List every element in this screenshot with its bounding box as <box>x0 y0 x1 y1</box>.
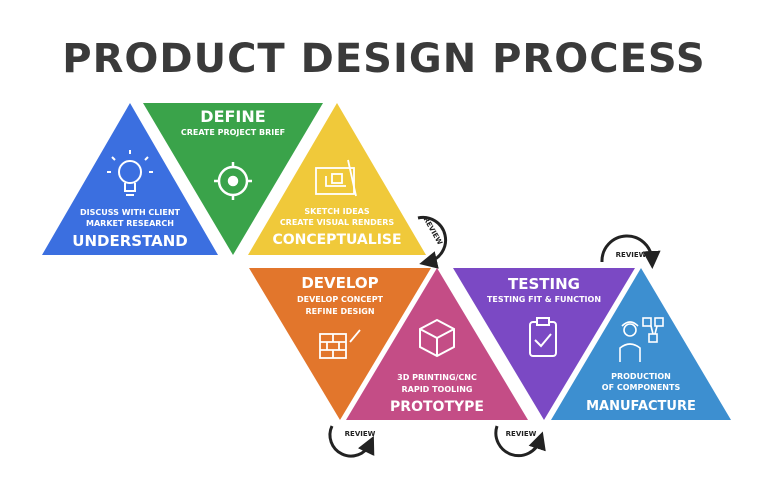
develop-line-1: DEVELOP CONCEPT <box>297 295 384 304</box>
brick-wall-icon <box>319 329 361 359</box>
review-arrow-prototype: REVIEW <box>494 425 546 458</box>
define-line-1: CREATE PROJECT BRIEF <box>181 128 285 137</box>
manufacture-triangle <box>551 268 731 420</box>
understand-line-2: MARKET RESEARCH <box>86 219 174 228</box>
testing-triangle <box>453 268 635 420</box>
review-arrow-testing: REVIEW <box>600 234 661 269</box>
review-label-3: REVIEW <box>506 430 537 438</box>
conceptualise-line-1: SKETCH IDEAS <box>304 207 370 216</box>
conceptualise-line-2: CREATE VISUAL RENDERS <box>280 218 395 227</box>
lightbulb-icon <box>107 150 153 196</box>
conceptualise-triangle <box>248 103 426 255</box>
prototype-line-2: RAPID TOOLING <box>401 385 472 394</box>
stage-manufacture: PRODUCTION OF COMPONENTS MANUFACTURE <box>551 268 731 420</box>
stage-develop: DEVELOP DEVELOP CONCEPT REFINE DESIGN <box>249 268 431 420</box>
cube-icon <box>419 318 455 358</box>
review-arrow-develop: REVIEW <box>328 425 376 458</box>
review-label-4: REVIEW <box>616 251 647 259</box>
develop-triangle <box>249 268 431 420</box>
review-arrow-conceptualise: REVIEW <box>417 216 448 269</box>
testing-title: TESTING <box>508 275 580 293</box>
factory-worker-icon <box>619 317 664 362</box>
prototype-line-1: 3D PRINTING/CNC <box>397 373 477 382</box>
understand-triangle <box>42 103 218 255</box>
page-title: PRODUCT DESIGN PROCESS <box>62 36 706 82</box>
stage-define: DEFINE CREATE PROJECT BRIEF <box>143 103 323 255</box>
understand-title: UNDERSTAND <box>72 232 187 250</box>
manufacture-line-2: OF COMPONENTS <box>602 383 681 392</box>
testing-line-1: TESTING FIT & FUNCTION <box>487 295 601 304</box>
blueprint-icon <box>315 159 357 197</box>
manufacture-title: MANUFACTURE <box>586 399 696 414</box>
stage-testing: TESTING TESTING FIT & FUNCTION <box>453 268 635 420</box>
clipboard-check-icon <box>529 317 557 357</box>
conceptualise-title: CONCEPTUALISE <box>272 232 401 248</box>
manufacture-line-1: PRODUCTION <box>611 372 671 381</box>
develop-title: DEVELOP <box>301 274 378 292</box>
stage-prototype: 3D PRINTING/CNC RAPID TOOLING PROTOTYPE <box>346 268 528 420</box>
define-title: DEFINE <box>200 107 265 126</box>
prototype-title: PROTOTYPE <box>390 399 484 415</box>
target-icon <box>214 162 252 200</box>
review-label-2: REVIEW <box>345 430 376 438</box>
develop-line-2: REFINE DESIGN <box>305 307 374 316</box>
understand-line-1: DISCUSS WITH CLIENT <box>80 208 181 217</box>
stage-understand: DISCUSS WITH CLIENT MARKET RESEARCH UNDE… <box>42 103 218 255</box>
stage-conceptualise: SKETCH IDEAS CREATE VISUAL RENDERS CONCE… <box>248 103 426 255</box>
